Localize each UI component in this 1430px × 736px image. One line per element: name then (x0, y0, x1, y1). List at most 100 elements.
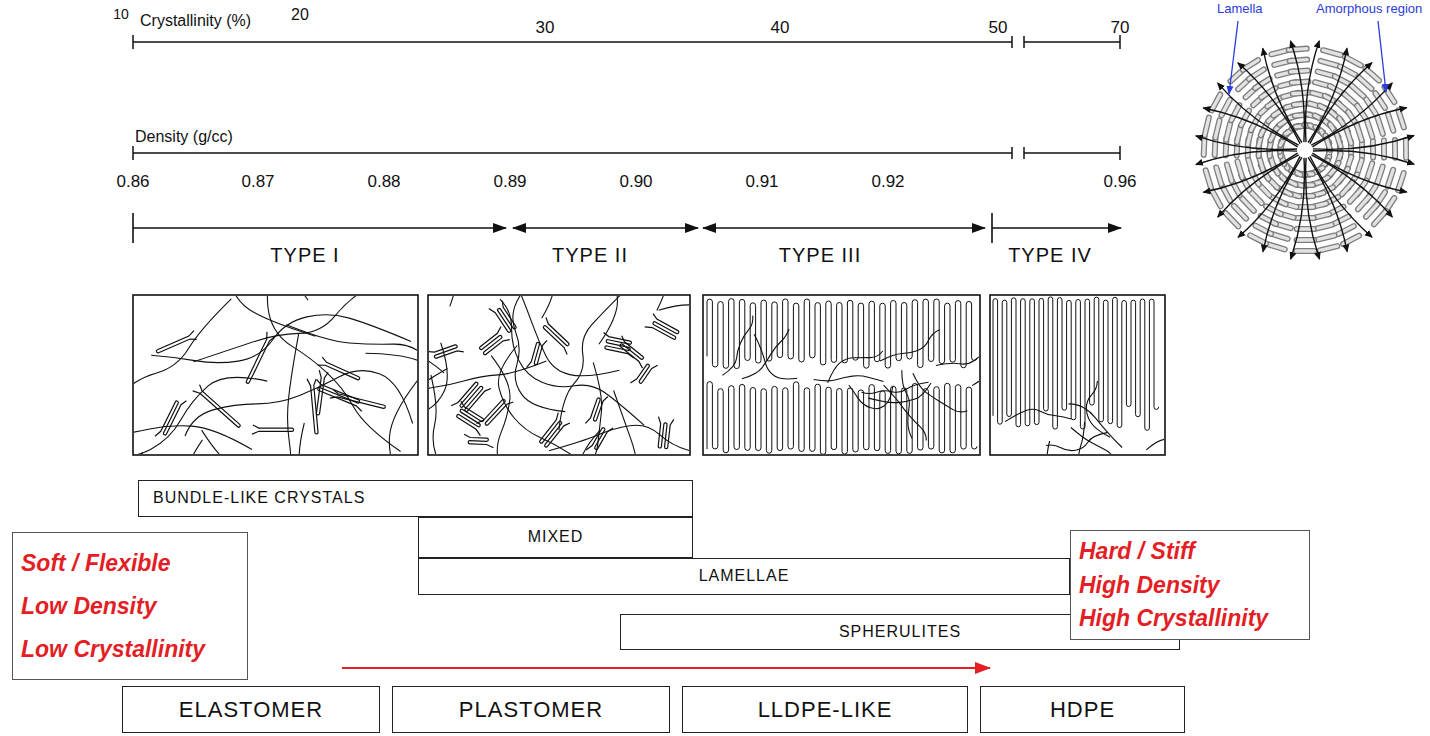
type-label: TYPE I (270, 244, 339, 267)
lamella-fold (1378, 118, 1383, 134)
crystal-bundle (585, 392, 608, 427)
box-label: MIXED (528, 528, 584, 546)
axis-label: 0.89 (493, 172, 526, 192)
lamella-fold (1249, 70, 1264, 80)
lamella-fold (1333, 216, 1348, 224)
polymer-chain (429, 299, 444, 373)
lamella-fold (1367, 163, 1372, 179)
property-text: Low Density (21, 593, 156, 619)
polymer-chain (541, 362, 602, 454)
lamella-fold (1374, 211, 1386, 224)
box-label: ELASTOMER (179, 697, 323, 722)
lamella-fold (1334, 175, 1345, 187)
lamella-fold (1350, 189, 1361, 201)
axis-line (1024, 152, 1120, 154)
crystal-bundle (451, 376, 491, 418)
crystal-bundle (155, 395, 186, 442)
growth-arrow (1311, 155, 1392, 217)
range-arrow (133, 227, 506, 229)
morphology-bar: MIXED (418, 517, 693, 558)
lamella-fold (1205, 118, 1209, 136)
growth-arrow (1203, 153, 1297, 192)
lamella-fold (1250, 191, 1262, 203)
lamella-fold (1366, 69, 1380, 81)
lamella-fold (1250, 191, 1262, 203)
range-arrow (513, 227, 698, 229)
lamella-fold (1377, 167, 1382, 183)
polymer-chain (134, 299, 231, 454)
lamella-fold (1212, 95, 1221, 111)
density-axis (133, 146, 1120, 160)
polymer-chain (828, 351, 883, 383)
polymer-chain (227, 296, 316, 336)
lamella-fold (1360, 141, 1364, 157)
polymer-class-box: LLDPE-LIKE (682, 686, 968, 733)
lamella-fold (1297, 215, 1314, 221)
polymer-chain (151, 315, 411, 363)
lamella-fold (1216, 168, 1221, 185)
lamella-fold (1346, 128, 1351, 143)
polymer-chain (134, 384, 252, 450)
lamella-fold (1290, 60, 1308, 61)
lamella-fold (1292, 82, 1309, 83)
lamella-fold (1292, 82, 1309, 83)
lamella-fold (1359, 141, 1365, 157)
lamella-fold (1261, 88, 1275, 97)
axis-label: 0.90 (619, 172, 652, 192)
axis-label: 0.91 (745, 172, 778, 192)
leader-lines (1229, 21, 1386, 94)
lamella-fold (1212, 190, 1221, 206)
type-one-morphology (134, 296, 417, 454)
lamella-fold (1226, 123, 1230, 140)
leader-line (1378, 21, 1386, 92)
lamella-fold (1268, 244, 1285, 249)
morphology-frame (428, 295, 690, 455)
polymer-chain (742, 329, 789, 379)
axis-label: Crystallinity (%) (140, 12, 251, 30)
axis-label: 0.87 (241, 172, 274, 192)
leader-line (1229, 21, 1238, 94)
lamella-fold (1297, 237, 1315, 243)
crystal-bundle (537, 317, 575, 354)
trend-arrow (342, 667, 990, 669)
lamella-fold (1261, 88, 1275, 97)
polymer-chain (134, 440, 202, 454)
axis-label: 40 (771, 18, 790, 38)
polymer-chain (880, 330, 939, 361)
polymer-chain (483, 430, 600, 454)
polymer-chain (366, 353, 418, 454)
growth-arrow (1310, 63, 1372, 144)
crystal-bundle (600, 332, 638, 358)
box-label: SPHERULITES (839, 623, 961, 641)
lamella-fold (1398, 110, 1404, 127)
axis-line (133, 41, 1012, 43)
lamella-fold (1261, 216, 1276, 224)
lamella-fold (1336, 132, 1341, 147)
lamella-fold (1320, 61, 1337, 66)
polymer-chain (535, 296, 668, 311)
lamella-fold (1350, 189, 1361, 201)
growth-arrow (1308, 157, 1347, 251)
polymer-chain (429, 343, 447, 454)
lamella-fold (1243, 60, 1258, 70)
lamella-fold (1215, 120, 1219, 137)
lamella-fold (1398, 173, 1404, 190)
lamella-fold (1250, 235, 1266, 243)
lamella-fold (1249, 70, 1264, 80)
lamella-fold (1216, 168, 1221, 185)
crystal-bundle (537, 413, 571, 450)
lamella-fold (1398, 173, 1404, 190)
polymer-chain (659, 305, 689, 336)
crystal-bundle (155, 331, 198, 356)
lamella-fold (1366, 204, 1378, 217)
lamella-fold (1358, 77, 1371, 89)
lamella-fold (1374, 211, 1386, 224)
axis-label: 0.92 (871, 172, 904, 192)
axis-label: 10 (113, 6, 129, 22)
polymer-chain (500, 299, 644, 425)
growth-arrow (1238, 156, 1300, 237)
spherulite-sketch (1196, 41, 1414, 259)
lamella-fold (1293, 93, 1309, 94)
box-label: PLASTOMER (459, 697, 603, 722)
polymer-class-box: HDPE (980, 686, 1185, 733)
